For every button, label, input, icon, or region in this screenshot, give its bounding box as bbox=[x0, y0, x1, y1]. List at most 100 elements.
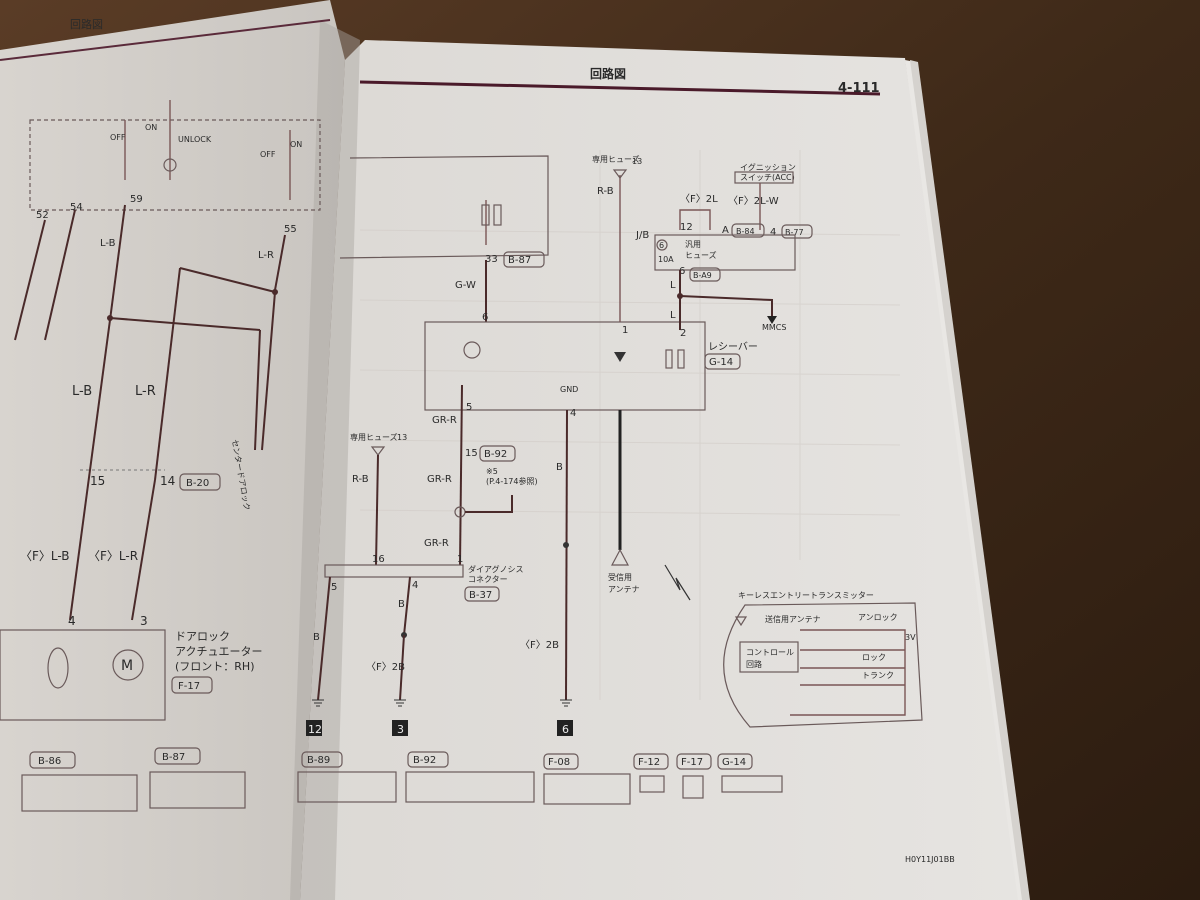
connector-g14: G-14 bbox=[709, 357, 733, 368]
wire-label-grr-1: GR-R bbox=[432, 415, 457, 426]
fuse-name-2: ヒューズ bbox=[685, 250, 717, 260]
wire-label-b2: B bbox=[398, 599, 405, 610]
pin-5: 5 bbox=[466, 402, 472, 413]
wire-label-l2: L bbox=[670, 310, 676, 321]
pin-1: 1 bbox=[622, 325, 628, 336]
wire-label-f2lw: 〈F〉2L-W bbox=[728, 195, 779, 207]
pin-6-jb: 6 bbox=[679, 266, 685, 277]
pin-5-diag: 5 bbox=[331, 582, 337, 593]
ground-box-12: 12 bbox=[308, 723, 322, 736]
right-header-title: 回路図 bbox=[590, 66, 626, 81]
label-keyless-antenna: 送信用アンテナ bbox=[765, 614, 821, 624]
wire-label-f-lr: 〈F〉L-R bbox=[88, 549, 138, 563]
left-conn-label-1: B-86 bbox=[38, 756, 61, 767]
label-unlock: UNLOCK bbox=[178, 135, 212, 144]
right-bottom-connectors: B-89 B-92 F-08 F-12 F-17 G-14 H0Y11J01BB bbox=[297, 751, 955, 864]
label-fuse-top: 専用ヒューズ bbox=[592, 154, 640, 164]
label-antenna-2: アンテナ bbox=[608, 585, 640, 594]
pin-12: 12 bbox=[680, 222, 693, 233]
left-schematic: OFF ON UNLOCK OFF ON 52 54 59 55 L-B L-R… bbox=[0, 100, 321, 721]
pin-4-gnd: 4 bbox=[570, 408, 576, 419]
label-keyless-control-1: コントロール bbox=[746, 648, 794, 657]
connector-a9: B-A9 bbox=[693, 271, 712, 280]
right-conn-label-5: F-17 bbox=[681, 757, 703, 768]
pin-1-diag: 1 bbox=[457, 554, 463, 565]
wire-label-grr-2: GR-R bbox=[427, 474, 452, 485]
wire-label-f2b-1: 〈F〉2B bbox=[366, 661, 405, 673]
wire-label-lr-mid: L-R bbox=[135, 384, 156, 399]
wire-label-rb-top: R-B bbox=[597, 186, 614, 197]
label-on-2: ON bbox=[290, 140, 302, 149]
wire-label-rb-mid: R-B bbox=[352, 474, 369, 485]
left-conn-label-2: B-87 bbox=[162, 752, 185, 763]
label-fuse-mid: 専用ヒューズ bbox=[350, 432, 398, 442]
label-antenna-1: 受信用 bbox=[608, 572, 632, 582]
connector-b77: B-77 bbox=[785, 228, 804, 237]
page-stack-edge-2 bbox=[910, 60, 1030, 900]
label-gnd: GND bbox=[560, 385, 578, 394]
label-on-1: ON bbox=[145, 123, 157, 132]
label-keyless-3v: 3V bbox=[905, 633, 916, 642]
pin-a: A bbox=[722, 225, 729, 236]
connector-b37: B-37 bbox=[469, 590, 492, 601]
label-off-2: OFF bbox=[260, 150, 276, 159]
fuse-name: 汎用 bbox=[685, 240, 701, 249]
wire-label-b1: B bbox=[313, 632, 320, 643]
connector-b92: B-92 bbox=[484, 449, 507, 460]
connector-b20: B-20 bbox=[186, 478, 209, 489]
right-conn-label-2: B-92 bbox=[413, 755, 436, 766]
fuse-amp: 10A bbox=[658, 255, 674, 264]
right-conn-label-1: B-89 bbox=[307, 755, 330, 766]
ground-box-6: 6 bbox=[562, 723, 569, 736]
left-page bbox=[0, 0, 345, 900]
left-bottom-connectors: B-86 B-87 bbox=[21, 747, 246, 812]
wire-label-f2l: 〈F〉2L bbox=[680, 193, 718, 205]
pin-33: 33 bbox=[485, 254, 498, 265]
pin-59: 59 bbox=[130, 194, 143, 205]
label-receiver: レシーバー bbox=[708, 341, 758, 353]
label-keyless-title: キーレスエントリートランスミッター bbox=[738, 591, 874, 600]
label-ignition-2: スイッチ(ACC) bbox=[740, 173, 795, 182]
wire-label-lb-mid: L-B bbox=[72, 384, 92, 399]
right-page-header: 回路図 4-111 bbox=[359, 66, 881, 96]
page-gutter-shadow bbox=[290, 20, 360, 900]
pin-6: 6 bbox=[482, 312, 488, 323]
component-name-1: ドアロック bbox=[175, 630, 230, 643]
fuse-mid-number: 13 bbox=[397, 433, 407, 442]
wire-label-b: B bbox=[556, 462, 563, 473]
right-schematic: 33 B-87 G-W 6 1 2 レシーバー G-14 GND 専用ヒューズ … bbox=[306, 154, 923, 736]
wire-label-lr-top: L-R bbox=[258, 250, 274, 261]
connector-b87: B-87 bbox=[508, 255, 531, 266]
connector-b84: B-84 bbox=[736, 227, 755, 236]
note-reference: (P.4-174参照) bbox=[486, 476, 538, 486]
fuse-top-number: 13 bbox=[632, 157, 642, 166]
right-page-faint-print bbox=[359, 150, 901, 700]
fuse-number: 6 bbox=[659, 241, 664, 250]
label-ignition: イグニッション bbox=[740, 162, 796, 172]
pin-4-left: 4 bbox=[68, 614, 76, 628]
pin-16: 16 bbox=[372, 554, 385, 565]
label-jb: J/B bbox=[635, 230, 649, 241]
pin-15: 15 bbox=[90, 474, 105, 488]
footer-code: H0Y11J01BB bbox=[905, 855, 955, 864]
ground-box-3: 3 bbox=[397, 723, 404, 736]
wire-label-gw: G-W bbox=[455, 280, 476, 291]
component-name-3: (フロント：RH) bbox=[175, 660, 255, 673]
svg-text:M: M bbox=[121, 658, 133, 674]
wire-label-l1: L bbox=[670, 280, 676, 291]
label-keyless-lock: ロック bbox=[862, 653, 886, 662]
left-header-title: 回路図 bbox=[70, 18, 103, 31]
wire-label-f2b-2: 〈F〉2B bbox=[520, 639, 559, 651]
label-keyless-trunk: トランク bbox=[862, 671, 894, 680]
pin-4-diag: 4 bbox=[412, 580, 418, 591]
right-conn-label-6: G-14 bbox=[722, 757, 746, 768]
connector-f17-left: F-17 bbox=[178, 681, 200, 692]
component-name-2: アクチュエーター bbox=[175, 645, 262, 658]
left-page-header: 回路図 bbox=[0, 18, 331, 61]
pin-52: 52 bbox=[36, 210, 49, 221]
pin-4-jb: 4 bbox=[770, 227, 776, 238]
label-mmcs: MMCS bbox=[762, 323, 786, 332]
pin-14: 14 bbox=[160, 474, 175, 488]
label-diag-2: コネクター bbox=[468, 575, 508, 584]
